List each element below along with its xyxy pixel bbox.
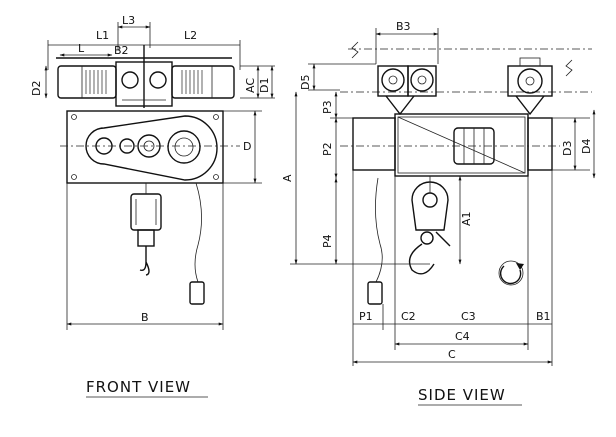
front-view xyxy=(44,22,275,330)
gear-case xyxy=(85,115,218,181)
dim-label-a: A xyxy=(281,174,294,182)
break-mark xyxy=(565,59,573,77)
pendant-control xyxy=(367,281,383,305)
dim-label-c3: C3 xyxy=(461,310,476,323)
side-view-title: SIDE VIEW xyxy=(418,386,506,404)
dim-label-d5: D5 xyxy=(299,75,312,90)
dim-label-d3: D3 xyxy=(561,141,574,156)
break-mark xyxy=(351,41,359,59)
dim-label-p3: P3 xyxy=(321,100,334,114)
dim-label-l3: L3 xyxy=(122,14,135,27)
dim-label-p4: P4 xyxy=(321,234,334,248)
dim-label-b3: B3 xyxy=(396,20,411,33)
dim-label-c2: C2 xyxy=(401,310,416,323)
dim-label-d4: D4 xyxy=(580,139,593,154)
rotation-icon xyxy=(498,260,524,286)
dim-label-l1: L1 xyxy=(96,29,109,42)
hoist-housing xyxy=(60,110,240,184)
dim-label-c4: C4 xyxy=(455,330,470,343)
left-travel-motor xyxy=(57,65,117,99)
pendant-cable xyxy=(375,177,383,283)
dim-label-d: D xyxy=(243,140,251,153)
dim-label-l2: L2 xyxy=(184,29,197,42)
left-trolley xyxy=(377,65,437,116)
pendant-cable xyxy=(194,182,202,283)
dim-label-p1: P1 xyxy=(359,310,373,323)
dim-label-d1: D1 xyxy=(258,78,271,93)
side-view xyxy=(290,28,596,366)
right-trolley xyxy=(507,57,553,116)
dim-label-p2: P2 xyxy=(321,142,334,156)
hook-block xyxy=(130,183,162,276)
right-travel-motor xyxy=(171,65,235,99)
dim-label-c: C xyxy=(448,348,456,361)
dim-label-b: B xyxy=(141,311,149,324)
dim-label-ac: AC xyxy=(244,78,257,93)
dim-label-l: L xyxy=(78,42,85,55)
hook-sheave xyxy=(408,176,451,275)
pendant-control xyxy=(189,281,205,305)
dim-label-d2: D2 xyxy=(30,81,43,96)
front-view-title: FRONT VIEW xyxy=(86,378,191,396)
hoist-drum-body xyxy=(340,113,560,177)
dim-label-b1: B1 xyxy=(536,310,551,323)
dim-label-a1: A1 xyxy=(460,211,473,226)
trolley-frame xyxy=(115,45,173,108)
dim-label-b2: B2 xyxy=(114,44,129,57)
